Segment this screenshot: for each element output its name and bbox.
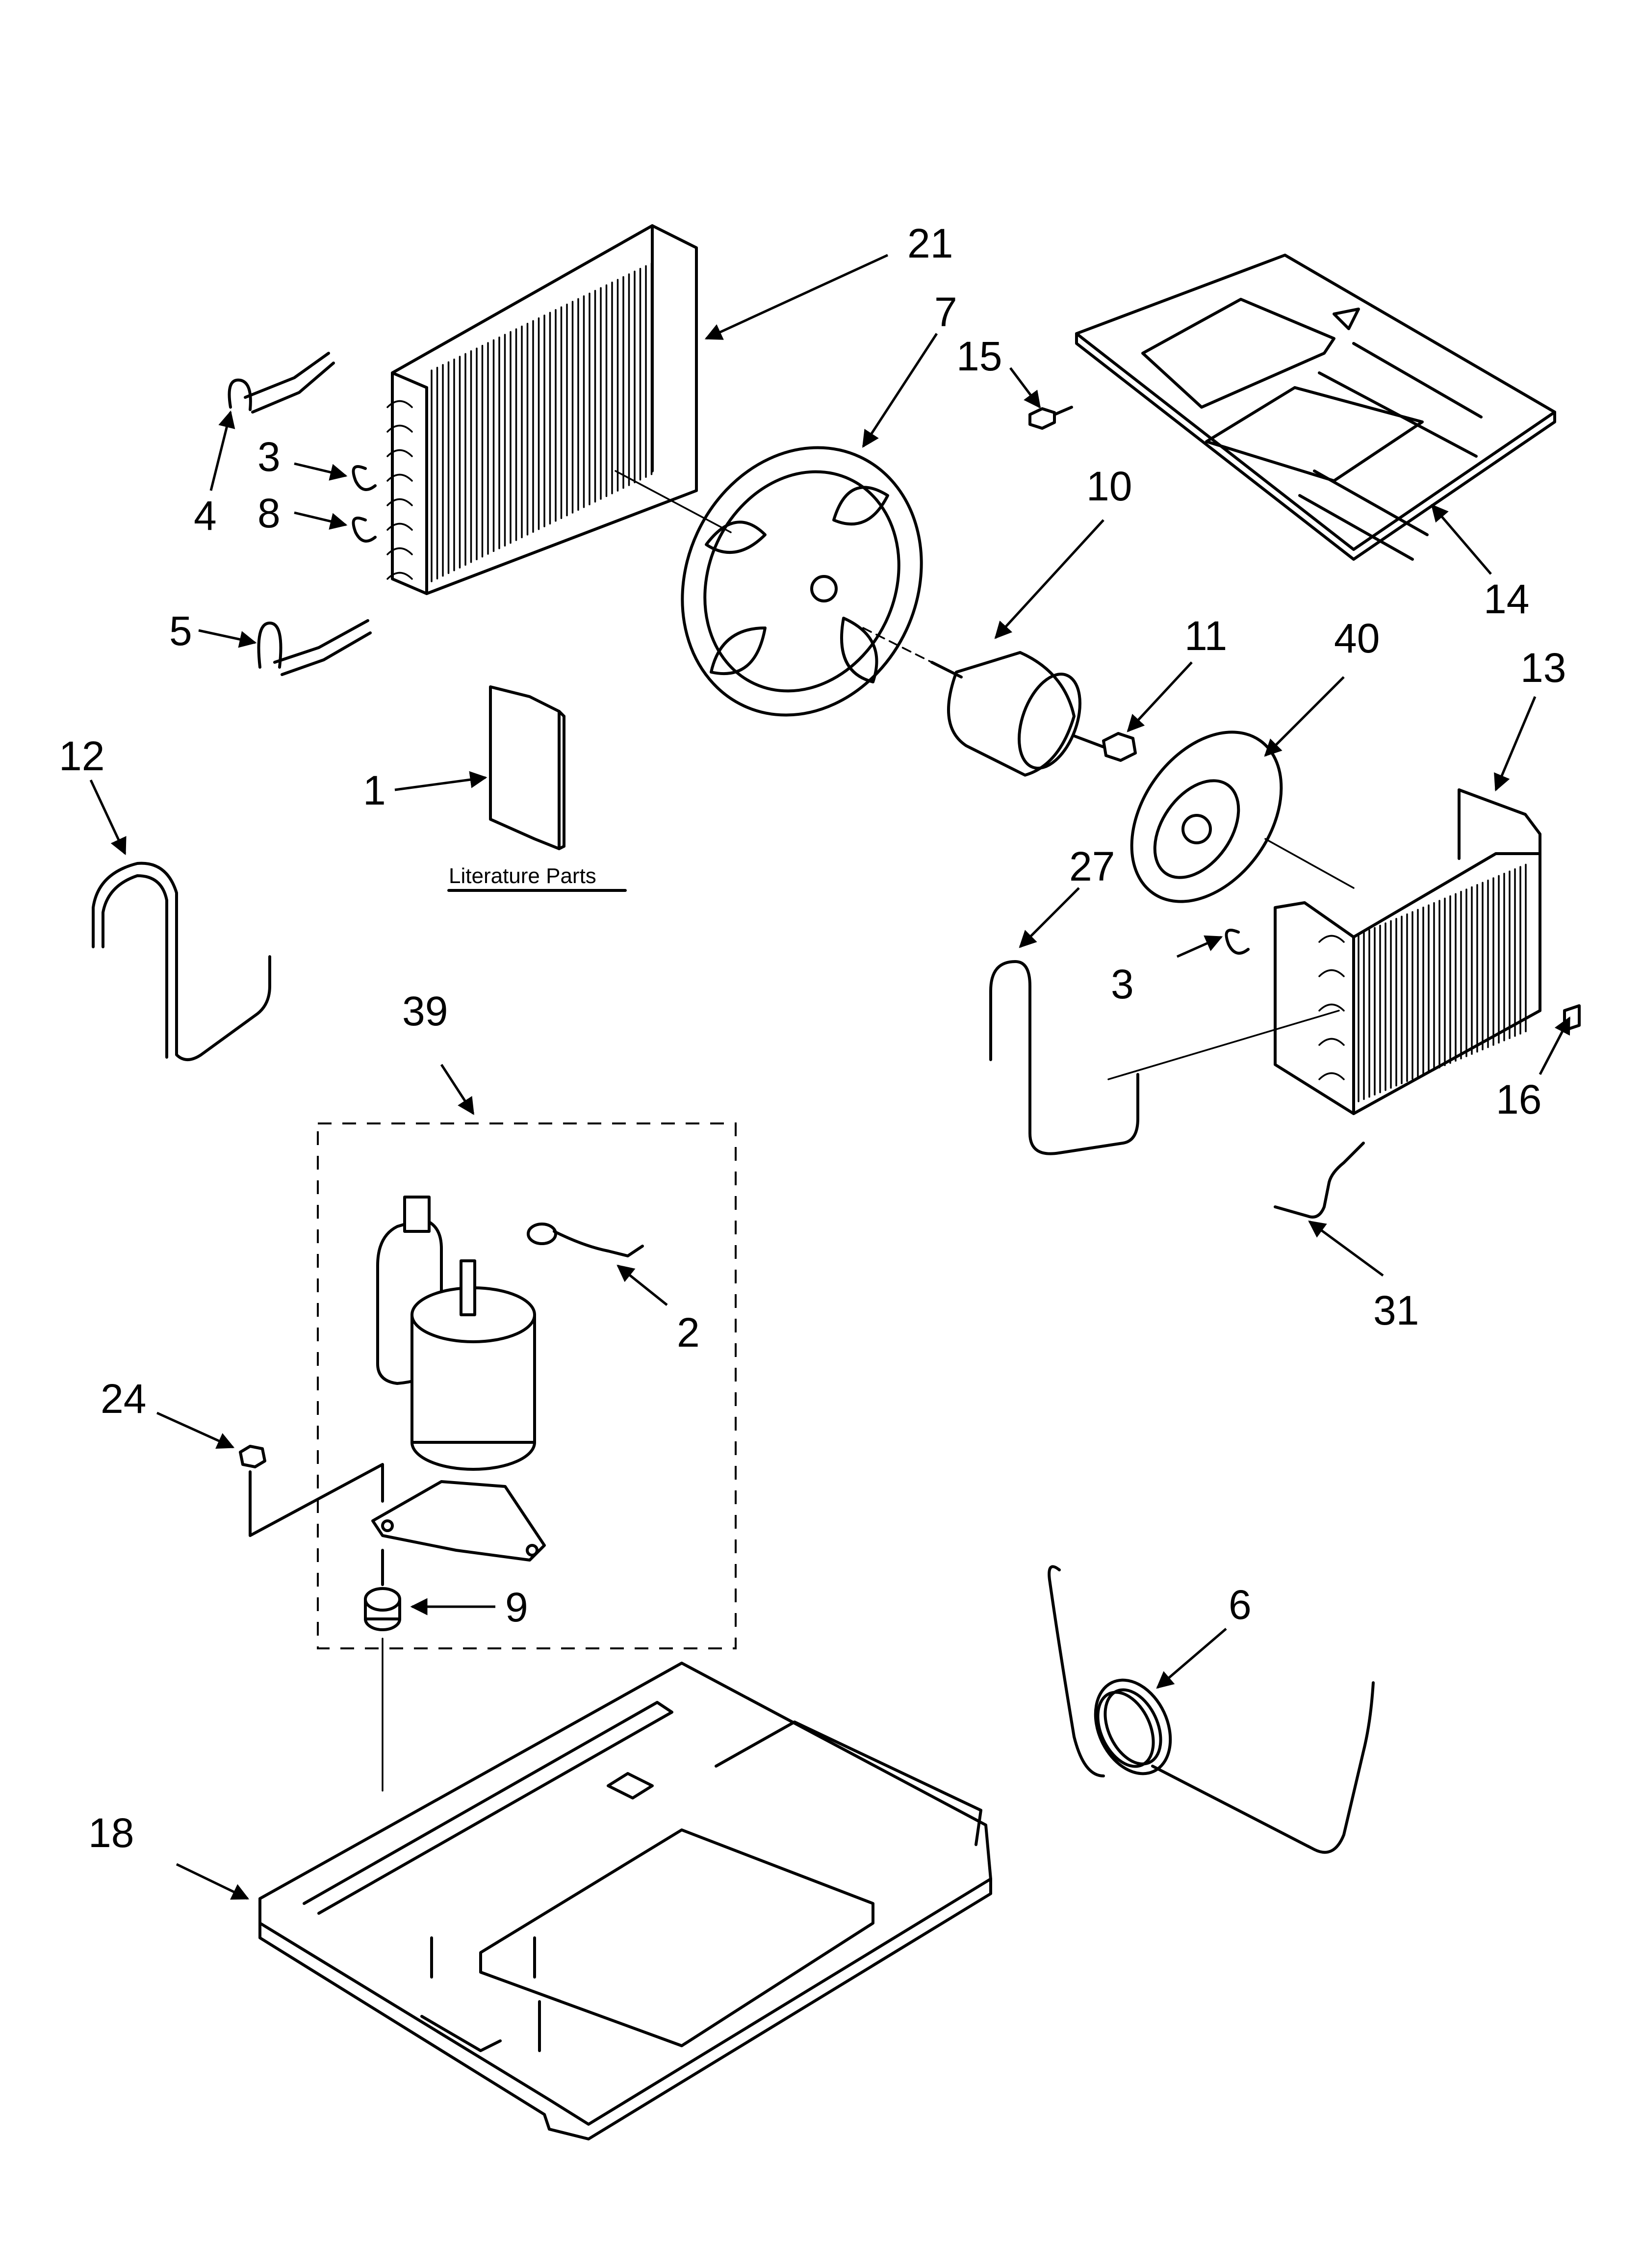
blower-wheel [1130,730,1355,903]
nut-24 [239,1445,384,1537]
fan-motor [862,627,1115,777]
grommet [364,1549,401,1792]
callout-24: 24 [101,1376,146,1422]
callout-4: 4 [194,493,217,539]
callout-5: 5 [169,608,192,654]
literature-book [489,685,565,850]
overload-protector [527,1223,644,1257]
callout-18: 18 [88,1810,134,1856]
capillary-tube [989,960,1340,1155]
evaporator-coil [1274,788,1541,1115]
callout-6: 6 [1229,1582,1252,1628]
callout-27: 27 [1069,843,1115,889]
discharge-tube [228,352,335,414]
screw [1028,406,1073,430]
callout-15: 15 [956,333,1002,379]
callout-3-lower: 3 [1111,961,1134,1007]
callout-9: 9 [505,1584,528,1630]
compressor-assembly-box [317,1122,737,1649]
callout-40: 40 [1334,615,1380,661]
callout-39: 39 [402,988,448,1034]
compressor [371,1196,546,1562]
tube-12 [92,861,271,1061]
callout-leaders [89,254,1571,1900]
literature-parts-label: Literature Parts [449,864,596,888]
clip-16 [1563,1004,1581,1032]
callout-3-top: 3 [257,434,281,480]
callout-31: 31 [1373,1287,1419,1333]
callout-labels: 21 7 15 14 10 11 40 13 3 8 4 5 1 12 27 3… [59,220,1566,1856]
callout-8: 8 [257,490,281,536]
clip-8 [352,517,377,543]
callout-21: 21 [907,220,953,266]
callout-7: 7 [934,289,957,335]
coil-ring [1048,1565,1375,1854]
callout-12: 12 [59,733,104,779]
callout-10: 10 [1086,463,1132,509]
condenser-tube-bends [386,400,413,580]
callout-11: 11 [1184,613,1227,659]
callout-2: 2 [677,1309,700,1356]
fan-shroud [615,446,923,717]
callout-13: 13 [1520,645,1566,691]
nut [1102,732,1137,762]
clip-3-lower [1225,929,1250,955]
callout-14: 14 [1484,576,1529,622]
thermistor [1274,1142,1365,1219]
condenser-coil [386,224,698,595]
callout-1: 1 [363,767,386,813]
suction-tube [257,619,372,676]
top-panel [1075,254,1556,561]
evaporator-tube-bends [1318,935,1345,1080]
callout-16: 16 [1496,1076,1541,1122]
base-pan [258,1662,992,2140]
clip-3-top [352,465,377,491]
